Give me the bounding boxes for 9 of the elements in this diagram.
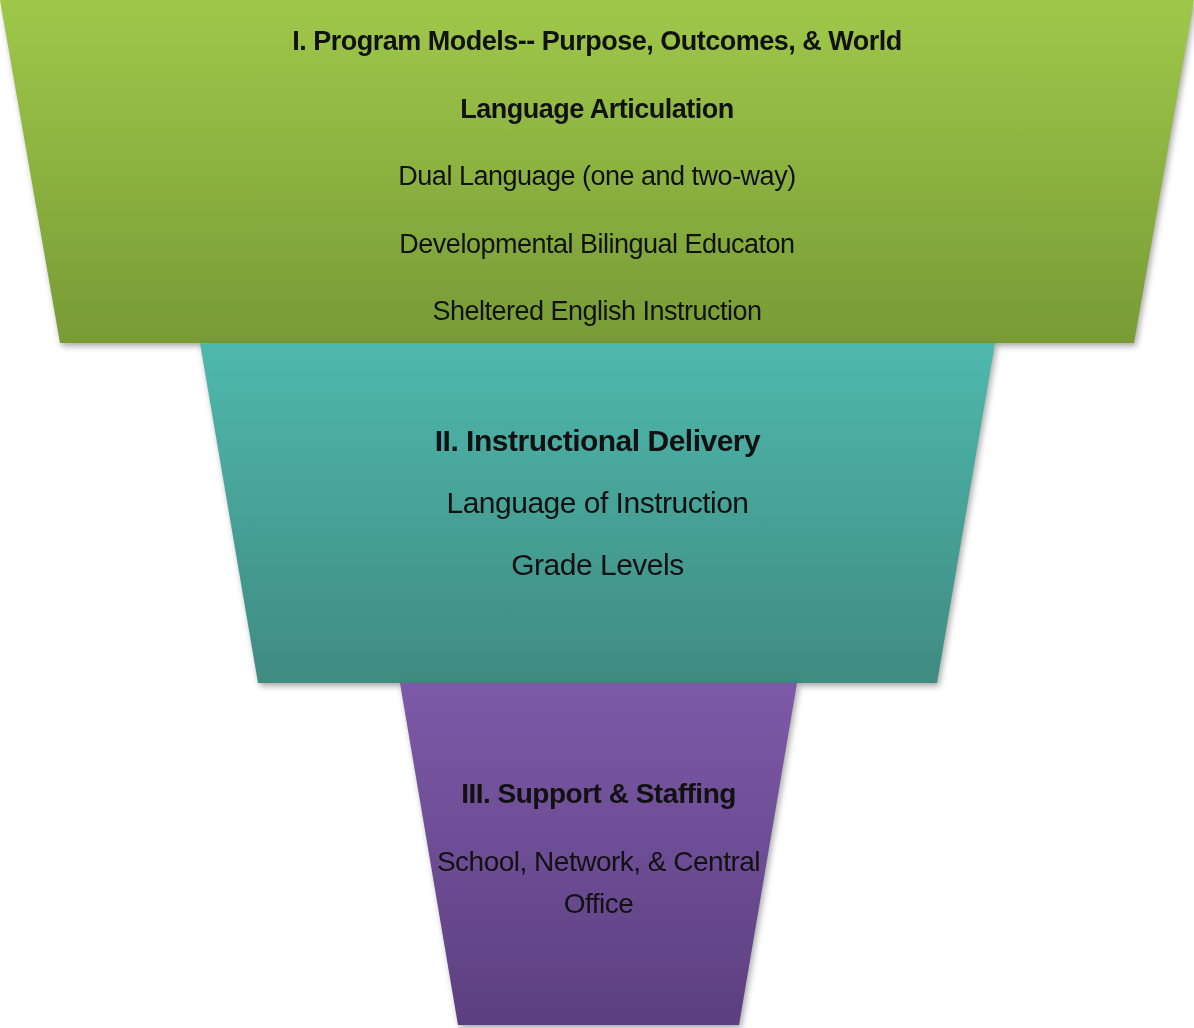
band-item: School, Network, & Central Office <box>435 845 762 921</box>
band-heading: I. Program Models-- Purpose, Outcomes, & World Language Articulation <box>291 25 903 126</box>
band-item: Dual Language (one and two-way) <box>398 160 796 193</box>
band-item: Developmental Bilingual Educaton <box>399 227 795 261</box>
band-item: Grade Levels <box>511 547 684 583</box>
band-heading: III. Support & Staffing <box>461 777 736 811</box>
band-item: Sheltered English Instruction <box>432 295 762 328</box>
band-item: Language of Instruction <box>446 485 749 521</box>
band-heading: II. Instructional Delivery <box>434 423 761 459</box>
